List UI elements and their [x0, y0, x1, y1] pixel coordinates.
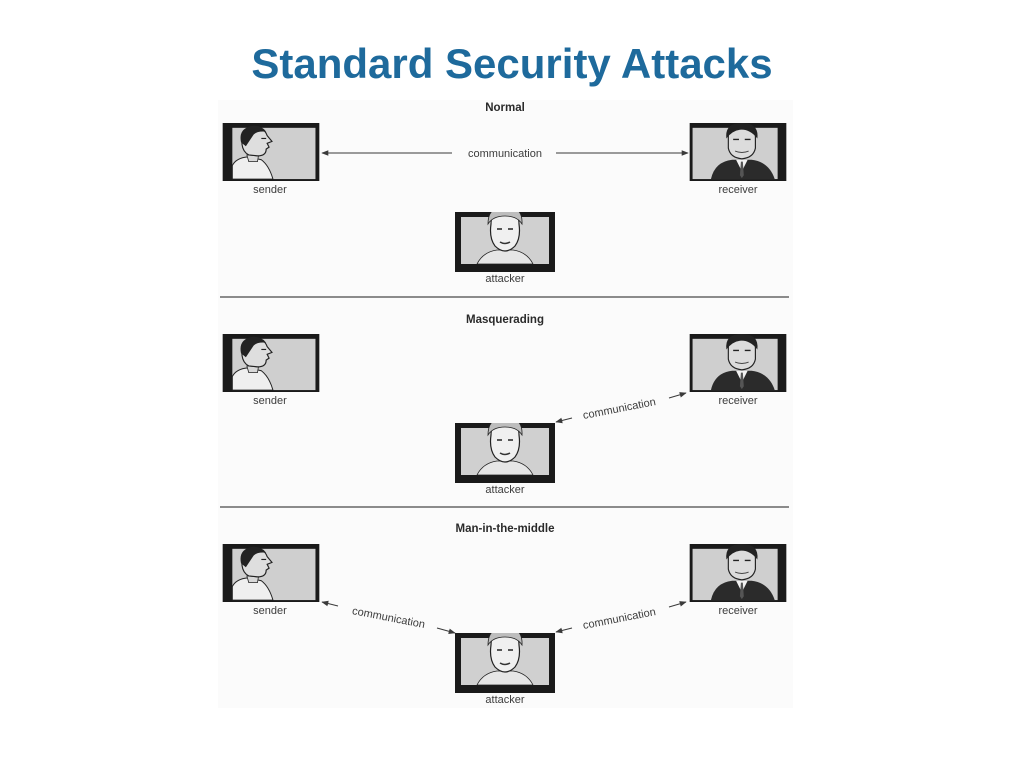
arrow-receiver-side — [668, 601, 687, 608]
security-attacks-diagram: Normal sender receiver attacker communic… — [218, 100, 793, 708]
panel-masquerading: Masquerading sender receiver attacker co… — [222, 314, 788, 496]
communication-label: communication — [582, 396, 657, 422]
sender-label: sender — [253, 605, 287, 617]
sender-person-icon — [222, 334, 320, 392]
arrow-attacker-side — [436, 627, 456, 635]
arrow-sender-side — [321, 600, 339, 607]
receiver-person-icon — [688, 334, 788, 392]
panel-normal: Normal sender receiver attacker communic… — [222, 102, 788, 285]
sender-person-icon — [222, 123, 320, 181]
attacker-label: attacker — [485, 484, 524, 496]
sender-label: sender — [253, 184, 287, 196]
attacker-person-icon — [455, 212, 555, 272]
receiver-label: receiver — [718, 395, 757, 407]
attacker-person-icon — [455, 633, 555, 693]
receiver-person-icon — [688, 123, 788, 181]
communication-label: communication — [582, 606, 657, 632]
receiver-label: receiver — [718, 605, 757, 617]
attacker-label: attacker — [485, 273, 524, 285]
arrow-attacker-side — [555, 627, 573, 634]
panel-man-in-the-middle: Man-in-the-middle sender receiver attack… — [222, 523, 788, 706]
arrow-receiver-side — [668, 392, 687, 399]
panel-heading: Man-in-the-middle — [455, 523, 554, 535]
sender-person-icon — [222, 544, 320, 602]
slide-title: Standard Security Attacks — [251, 40, 773, 87]
communication-label: communication — [468, 148, 542, 160]
attacker-label: attacker — [485, 694, 524, 706]
panel-heading: Masquerading — [466, 314, 544, 326]
receiver-label: receiver — [718, 184, 757, 196]
sender-label: sender — [253, 395, 287, 407]
diagram-svg: Normal sender receiver attacker communic… — [220, 102, 789, 706]
panel-heading: Normal — [485, 102, 525, 114]
arrow-attacker-side — [555, 417, 573, 424]
receiver-person-icon — [688, 544, 788, 602]
attacker-person-icon — [455, 423, 555, 483]
communication-label: communication — [351, 605, 426, 631]
